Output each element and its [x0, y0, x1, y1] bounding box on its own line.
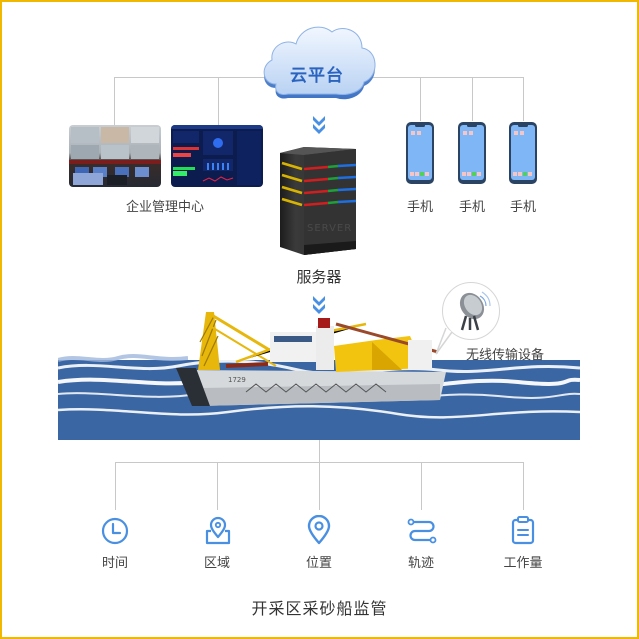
server-label: 服务器 — [296, 268, 342, 286]
drop-line-dashboard — [218, 77, 219, 125]
clipboard-icon — [511, 516, 535, 545]
phone-label: 手机 — [509, 200, 536, 215]
svg-text:1729: 1729 — [228, 376, 246, 384]
feature-label-time: 时间 — [101, 556, 128, 571]
wave-crest — [58, 354, 188, 362]
chevron-down-icon — [313, 116, 325, 134]
drop-line-time — [115, 462, 116, 510]
server-icon: SERVER — [280, 147, 357, 255]
phone-icon — [406, 122, 434, 184]
clock-icon — [101, 517, 129, 545]
features-connector — [115, 462, 523, 463]
drop-line-control-room — [114, 77, 115, 125]
diagram-title: 开采区采砂船监管 — [251, 599, 388, 618]
phone-label: 手机 — [458, 200, 485, 215]
top-connector-right — [372, 77, 524, 78]
cloud-icon — [263, 26, 376, 100]
feature-label-workload: 工作量 — [503, 556, 543, 571]
phone-label: 手机 — [406, 200, 433, 215]
phone-icon — [458, 122, 486, 184]
top-connector-left — [114, 77, 274, 78]
bubble-tail — [435, 327, 453, 355]
feature-label-position: 位置 — [305, 556, 332, 571]
drop-line-area — [217, 462, 218, 510]
area-map-pin-icon — [205, 516, 231, 545]
dashboard-screenshot — [171, 125, 263, 187]
drop-line-workload — [523, 462, 524, 510]
feature-label-area: 区域 — [203, 556, 230, 571]
drop-line-phone-1 — [420, 77, 421, 121]
drop-line-phone-2 — [472, 77, 473, 121]
svg-text:SERVER: SERVER — [307, 223, 352, 234]
location-pin-icon — [307, 515, 331, 545]
cloud-platform-label: 云平台 — [290, 66, 344, 86]
control-room-photo — [69, 125, 161, 187]
dredger-ship-image: 1729 — [176, 312, 446, 406]
feature-label-track: 轨迹 — [407, 556, 434, 571]
wireless-device-label: 无线传输设备 — [466, 348, 545, 363]
satellite-dish-icon — [459, 291, 491, 331]
ship-to-features-line — [319, 440, 320, 510]
route-track-icon — [407, 518, 437, 544]
drop-line-phone-3 — [523, 77, 524, 121]
phone-icon — [509, 122, 537, 184]
chevron-down-icon — [313, 296, 325, 314]
drop-line-track — [421, 462, 422, 510]
enterprise-management-label: 企业管理中心 — [125, 200, 204, 215]
